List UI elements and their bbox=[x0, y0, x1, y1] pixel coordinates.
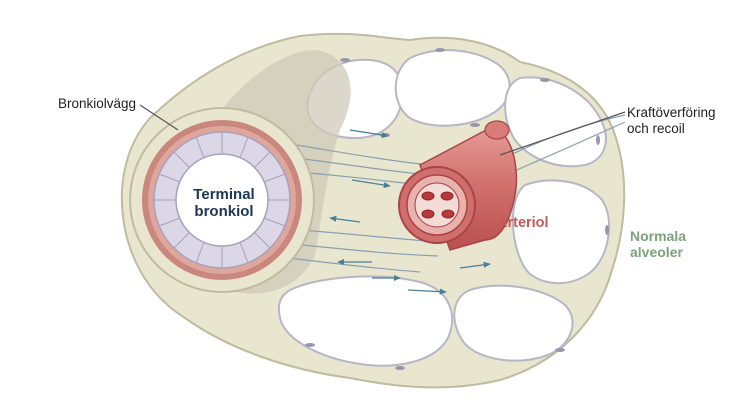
label-normala-line1: Normala bbox=[630, 228, 687, 244]
label-normal-alveoli: Normala alveoler bbox=[630, 228, 686, 260]
label-kraft-line2: och recoil bbox=[627, 120, 685, 136]
leader-kraft bbox=[499, 111, 626, 156]
label-terminal-line1: Terminal bbox=[193, 186, 255, 203]
label-terminal-bronchiole: Terminal bronkiol bbox=[168, 186, 280, 221]
label-normala-line2: alveoler bbox=[630, 244, 683, 261]
label-bronchiole-wall: Bronkiolvägg bbox=[58, 96, 137, 111]
arteriole bbox=[398, 120, 518, 251]
label-kraft-line1: Kraftöverföring bbox=[627, 105, 716, 120]
alveolus-bottom-right bbox=[453, 284, 574, 362]
alveolus-top-center bbox=[394, 49, 511, 127]
terminal-bronchiole bbox=[129, 107, 315, 293]
label-force-transfer: Kraftöverföring och recoil bbox=[627, 105, 716, 136]
leader-bronkiolvagg bbox=[139, 104, 179, 131]
alveolus-right bbox=[511, 179, 610, 285]
label-arteriole: Arteriol bbox=[497, 215, 549, 231]
arteriole-far-end bbox=[484, 120, 510, 140]
red-blood-cells bbox=[421, 191, 455, 219]
epithelial-cells bbox=[154, 132, 290, 268]
leader-lines bbox=[139, 104, 626, 156]
label-terminal-line2: bronkiol bbox=[194, 203, 254, 221]
